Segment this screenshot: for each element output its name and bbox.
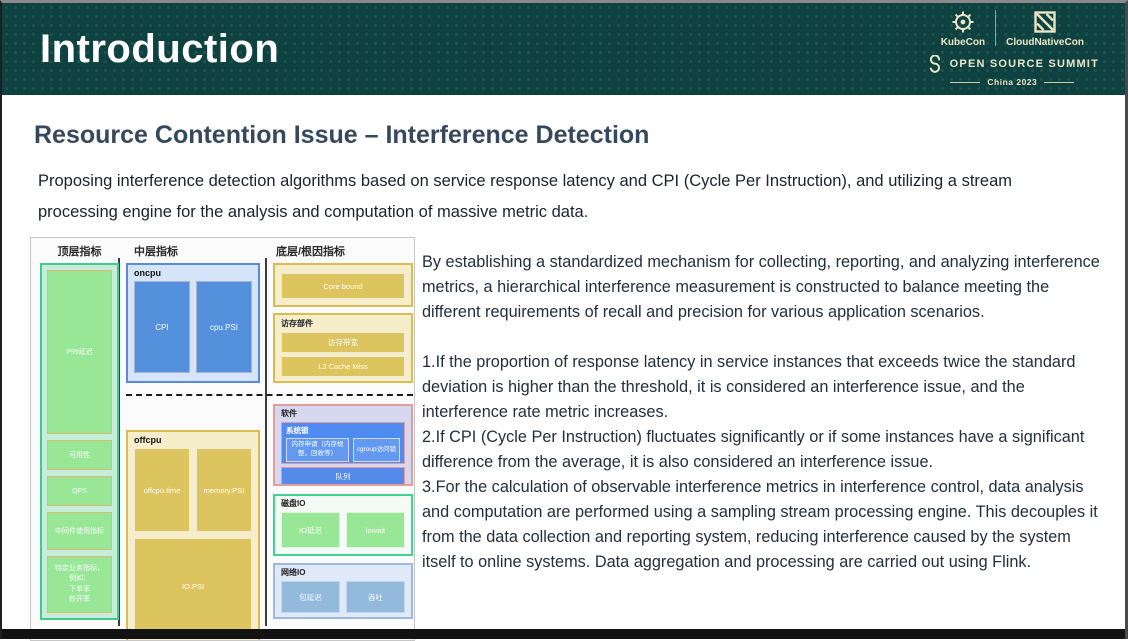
system-lock-label: 系统锁 — [286, 425, 400, 436]
numbered-point-1: 1.If the proportion of response latency … — [422, 350, 1107, 425]
metric-box-p99-latency: P99延迟 — [47, 270, 112, 434]
cloudnativecon-lockup: CloudNativeCon — [1006, 10, 1084, 48]
metric-box-availability: 可用性 — [47, 440, 112, 470]
software-label: 软件 — [281, 408, 405, 419]
offcpu-label: offcpu — [134, 435, 252, 445]
decorative-line — [950, 82, 980, 83]
metric-box-core-bound: Core bound — [281, 273, 405, 299]
slide-body: Resource Contention Issue – Interference… — [2, 121, 1125, 641]
metric-box-memory-bandwidth: 访存带宽 — [281, 332, 405, 353]
cloudnativecon-label: CloudNativeCon — [1006, 37, 1084, 48]
numbered-point-2: 2.If CPI (Cycle Per Instruction) fluctua… — [422, 425, 1107, 475]
network-io-label: 网络IO — [281, 567, 405, 578]
disk-io-group: 磁盘IO IO延迟 iowait — [273, 494, 413, 556]
metric-box-middleware: 中间件使用指标 — [47, 512, 112, 550]
metric-box-throughput: 吞吐 — [346, 581, 405, 613]
open-source-summit-label: OPEN SOURCE SUMMIT — [950, 58, 1099, 70]
kubecon-helm-wheel-icon — [951, 10, 975, 34]
metric-box-cpi: CPI — [134, 281, 190, 373]
intro-paragraph: Proposing interference detection algorit… — [38, 166, 1089, 228]
mid-level-metrics-column: 中层指标 oncpu CPI cpu.PSI offcpu offcpu.tim… — [126, 243, 260, 641]
core-bound-group: Core bound — [273, 263, 413, 307]
open-source-summit-s-icon — [926, 55, 944, 73]
event-location: China 2023 — [950, 77, 1074, 87]
column-header: 中层指标 — [126, 243, 260, 259]
disk-io-label: 磁盘IO — [281, 498, 405, 509]
column-header: 顶层指标 — [40, 243, 119, 259]
root-cause-metrics-column: 底层/根因指标 Core bound 访存部件 访存带宽 L3 Cache Mi… — [273, 243, 413, 619]
metric-box-cgroup-lock: cgroup访问锁 — [353, 438, 400, 462]
open-source-summit-lockup: OPEN SOURCE SUMMIT — [926, 55, 1099, 73]
kubecon-label: KubeCon — [941, 37, 985, 48]
network-io-group: 网络IO 包延迟 吞吐 — [273, 563, 413, 619]
oncpu-label: oncpu — [134, 268, 252, 278]
metric-box-l3-cache-miss: L3 Cache Miss — [281, 356, 405, 377]
decorative-line — [1044, 82, 1074, 83]
kubecon-lockup: KubeCon — [941, 10, 985, 48]
content-row: 顶层指标 P99延迟 可用性 QPS 中间件使用指标 特定业务指标， 例如： 下… — [30, 237, 1107, 641]
window-bottom-edge — [2, 629, 1125, 639]
column-header: 底层/根因指标 — [273, 243, 413, 259]
metric-box-business: 特定业务指标， 例如： 下单率 秒开率 — [47, 556, 112, 613]
metric-box-memory-psi: memory.PSI — [196, 448, 252, 532]
metric-box-offcpu-time: offcpu.time — [134, 448, 190, 532]
metric-box-qps: QPS — [47, 476, 112, 506]
cloudnativecon-icon — [1033, 10, 1057, 34]
metrics-hierarchy-diagram: 顶层指标 P99延迟 可用性 QPS 中间件使用指标 特定业务指标， 例如： 下… — [30, 237, 415, 641]
logo-divider — [995, 10, 996, 46]
top-level-metrics-group: P99延迟 可用性 QPS 中间件使用指标 特定业务指标， 例如： 下单率 秒开… — [40, 263, 119, 620]
slide-banner: Introduction KubeCon — [2, 3, 1125, 95]
offcpu-group: offcpu offcpu.time memory.PSI IO.PSI — [126, 430, 260, 641]
event-location-label: China 2023 — [987, 77, 1037, 87]
kubecon-cloudnativecon-lockup: KubeCon CloudNativeCon — [941, 10, 1084, 48]
description-paragraph: By establishing a standardized mechanism… — [422, 250, 1107, 325]
column-separator — [265, 258, 267, 626]
memory-access-group: 访存部件 访存带宽 L3 Cache Miss — [273, 313, 413, 383]
oncpu-group: oncpu CPI cpu.PSI — [126, 263, 260, 383]
metric-box-queue: 队列 — [281, 467, 405, 485]
section-heading: Resource Contention Issue – Interference… — [34, 121, 1125, 150]
metric-box-memory-alloc: 内存申请（内存规整，回收等） — [286, 438, 349, 462]
software-group: 软件 系统锁 内存申请（内存规整，回收等） cgroup访问锁 队列 — [273, 404, 413, 486]
event-logos: KubeCon CloudNativeCon OPEN SOURCE SUMMI… — [926, 10, 1099, 87]
metric-box-io-psi: IO.PSI — [134, 538, 252, 634]
metric-box-cpu-psi: cpu.PSI — [196, 281, 252, 373]
system-lock-group: 系统锁 内存申请（内存规整，回收等） cgroup访问锁 — [281, 422, 405, 464]
description-text: By establishing a standardized mechanism… — [422, 237, 1107, 641]
memory-access-label: 访存部件 — [281, 318, 405, 329]
numbered-point-3: 3.For the calculation of observable inte… — [422, 475, 1107, 575]
metric-box-iowait: iowait — [346, 512, 405, 548]
slide-title: Introduction — [2, 27, 279, 72]
top-level-metrics-column: 顶层指标 P99延迟 可用性 QPS 中间件使用指标 特定业务指标， 例如： 下… — [40, 243, 119, 620]
metric-box-packet-latency: 包延迟 — [281, 581, 340, 613]
metric-box-io-latency: IO延迟 — [281, 512, 340, 548]
